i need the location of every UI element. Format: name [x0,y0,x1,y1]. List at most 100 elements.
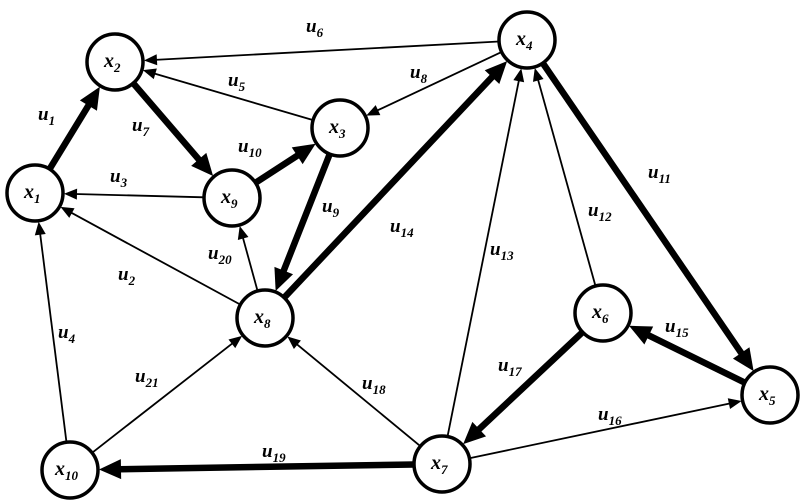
arrowhead [228,335,243,349]
edge-u19 [98,459,415,480]
node-label: x8 [253,306,271,331]
edge-label-u21: u21 [135,366,159,390]
edge-u12 [532,67,597,287]
edge-label-u3: u3 [110,166,128,190]
edge-label-layer: u1 u2 u3 u4 u5 u6 u7 u8 u9 u10 u11 u12 u13 u14 u15 u16 u… [38,16,689,465]
edge-label-u12: u12 [588,200,612,224]
node-label: x5 [758,383,776,408]
edge-line [91,341,235,454]
edge-u4 [34,221,68,443]
edge-label-u10: u10 [238,136,262,160]
edge-u7 [130,81,214,177]
edge-u6 [143,40,500,66]
edge-label-u13: u13 [490,239,514,263]
node-label: x10 [54,458,79,483]
edge-line [281,73,496,300]
edge-line [153,72,314,121]
edge-u16 [469,398,742,460]
arrowhead [237,225,249,240]
edge-label-u6: u6 [306,16,324,40]
edge-line [241,236,259,292]
node-x10: x10 [40,440,100,500]
edge-layer [34,40,754,480]
edge-label-u19: u19 [262,441,286,465]
node-x4: x4 [497,10,557,70]
edge-label-u8: u8 [410,62,428,86]
node-label: x9 [220,186,238,211]
node-label: x3 [328,116,346,141]
node-label: x7 [430,452,448,477]
edge-u14 [281,61,508,300]
edge-line [154,40,500,61]
edge-label-u7: u7 [132,115,150,139]
edge-u9 [274,152,333,292]
edge-label-u14: u14 [390,216,414,240]
edge-label-u16: u16 [598,404,622,428]
edge-u11 [540,61,754,372]
edge-u17 [463,329,585,445]
arrowhead [366,105,381,116]
edge-u15 [629,325,747,386]
edge-line [46,102,93,171]
arrowhead [34,221,46,236]
arrowhead [274,266,294,292]
node-circle [740,365,800,425]
edge-line [279,152,333,274]
arrowhead [60,206,75,218]
edge-line [469,402,732,460]
node-x7: x7 [412,434,472,494]
edge-label-u11: u11 [648,162,671,186]
arrowhead [463,421,487,445]
node-x2: x2 [85,32,145,92]
node-label: x4 [515,28,533,53]
arrowhead [291,143,316,165]
edge-u13 [446,68,525,437]
node-circle [573,283,633,343]
edge-line [645,331,747,386]
edge-label-u18: u18 [362,373,386,397]
edge-label-u15: u15 [665,316,689,340]
arrowhead [63,188,78,200]
arrowhead [143,54,158,66]
edge-line [118,461,415,473]
edge-label-u9: u9 [322,196,340,220]
edge-u18 [287,336,421,447]
arrowhead [727,398,742,410]
node-circle [5,163,65,223]
edge-line [446,79,521,437]
edge-u10 [253,143,316,186]
arrowhead [287,336,301,349]
edge-line [475,329,585,433]
node-layer: x1 x2 x3 x4 x5 x6 x7 x8 x9 x10 [5,10,800,500]
edge-u1 [46,86,100,171]
node-circle [202,168,262,228]
edge-label-u1: u1 [38,104,55,128]
edge-line [295,342,421,447]
edge-u8 [366,51,503,116]
node-x6: x6 [573,283,633,343]
node-label: x6 [591,301,609,326]
edge-label-u20: u20 [208,243,232,267]
node-x3: x3 [310,98,370,158]
edge-line [39,232,68,443]
node-circle [235,288,295,348]
node-x8: x8 [235,288,295,348]
edge-label-u5: u5 [228,70,246,94]
edge-label-u17: u17 [498,355,522,379]
edge-u20 [237,225,259,292]
node-x5: x5 [740,365,800,425]
node-x9: x9 [202,168,262,228]
arrowhead [98,459,122,480]
node-circle [412,434,472,494]
arrowhead [629,325,654,345]
edge-line [130,81,203,163]
edge-u2 [60,206,241,306]
node-circle [310,98,370,158]
arrowhead [484,61,508,84]
arrowhead [79,86,100,111]
edge-label-u4: u4 [58,322,76,346]
node-x1: x1 [5,163,65,223]
edge-line [74,193,205,199]
edge-label-u2: u2 [118,264,136,288]
